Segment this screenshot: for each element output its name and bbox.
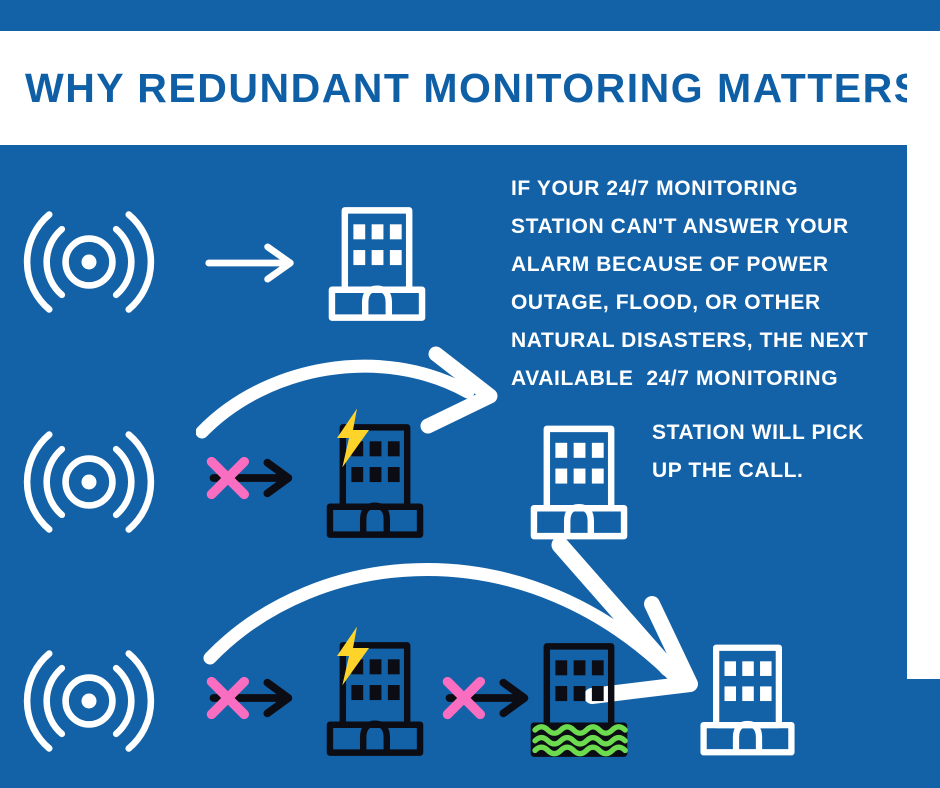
description-line: UP THE CALL.	[652, 459, 804, 482]
description-line: ALARM BECAUSE OF POWER	[511, 253, 829, 276]
right-border-strip	[907, 31, 940, 679]
description-text: IF YOUR 24/7 MONITORING STATION CAN'T AN…	[511, 170, 913, 490]
blocked-arrow-icon	[200, 670, 300, 726]
alarm-signal-icon	[14, 203, 164, 321]
curved-brush-arrow-icon	[196, 346, 498, 439]
curved-brush-arrow-icon	[203, 536, 698, 704]
lightning-bolt-icon	[333, 406, 373, 470]
description-line: STATION WILL PICK	[652, 421, 865, 444]
backup-station-building-icon	[690, 640, 805, 760]
right-arrow-icon	[203, 241, 298, 285]
blocked-arrow-icon	[200, 450, 300, 506]
description-line: OUTAGE, FLOOD, OR OTHER	[511, 291, 821, 314]
description-line: NATURAL DISASTERS, THE NEXT	[511, 329, 869, 352]
monitoring-station-building-icon	[318, 203, 436, 325]
lightning-bolt-icon	[333, 624, 373, 688]
flooded-building-icon	[520, 638, 638, 762]
description-line: STATION CAN'T ANSWER YOUR	[511, 215, 849, 238]
description-line: AVAILABLE 24/7 MONITORING	[511, 367, 839, 390]
alarm-signal-icon	[14, 642, 164, 760]
alarm-signal-icon	[14, 423, 164, 541]
title-banner: WHY REDUNDANT MONITORING MATTERS	[0, 31, 940, 145]
description-line: IF YOUR 24/7 MONITORING	[511, 177, 799, 200]
page-title: WHY REDUNDANT MONITORING MATTERS	[25, 64, 923, 111]
